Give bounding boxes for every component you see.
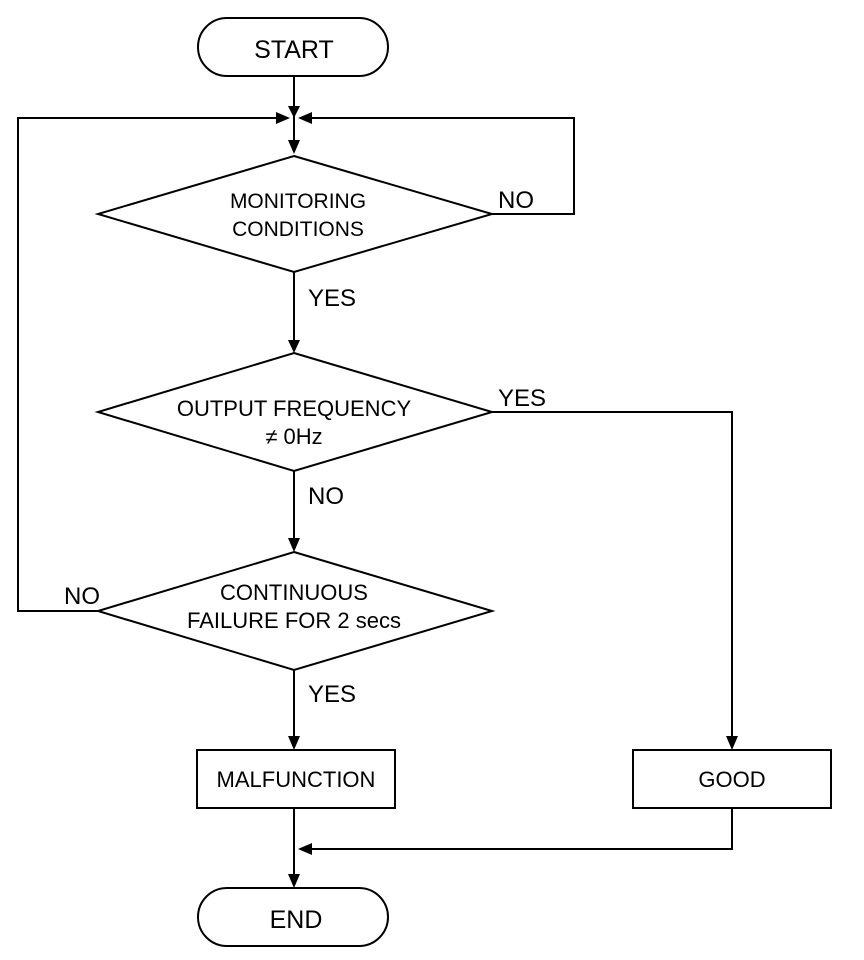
monitoring-no-arrowhead — [298, 112, 312, 124]
monitoring-no-loop: NO — [298, 112, 575, 215]
output-no-connector: NO — [288, 471, 344, 552]
good-to-end-line — [300, 808, 733, 850]
monitoring-yes-connector: YES — [288, 272, 356, 353]
output-line2: ≠ 0Hz — [265, 424, 322, 449]
continuous-no-loop: NO — [17, 112, 290, 612]
start-connector — [288, 76, 300, 154]
malfunction-process: MALFUNCTION — [196, 749, 396, 809]
end-label: END — [270, 906, 323, 934]
start-arrowhead — [288, 106, 300, 118]
monitoring-line1: MONITORING — [230, 190, 366, 213]
good-process: GOOD — [632, 749, 832, 809]
good-merge-arrowhead — [298, 843, 312, 855]
good-label: GOOD — [698, 767, 765, 792]
continuous-yes-label: YES — [308, 681, 356, 708]
monitoring-line2: CONDITIONS — [232, 218, 364, 241]
output-no-arrowhead — [288, 538, 300, 552]
decision-output-frequency: OUTPUT FREQUENCY ≠ 0Hz — [94, 351, 496, 473]
decision-monitoring-conditions: MONITORING CONDITIONS — [94, 154, 496, 274]
decision-continuous-failure: CONTINUOUS FAILURE FOR 2 secs — [94, 550, 496, 672]
continuous-line2: FAILURE FOR 2 secs — [187, 608, 401, 633]
end-arrowhead — [288, 874, 300, 888]
end-terminal: END — [197, 887, 389, 947]
output-no-label: NO — [308, 483, 344, 510]
continuous-yes-arrowhead — [288, 736, 300, 750]
continuous-no-label: NO — [64, 583, 100, 610]
start-label: START — [254, 36, 334, 64]
output-yes-connector: YES — [492, 385, 738, 750]
end-connectors — [288, 808, 733, 888]
monitoring-yes-label: YES — [308, 285, 356, 312]
output-yes-line — [492, 411, 733, 740]
output-yes-label: YES — [498, 385, 546, 412]
output-yes-arrowhead — [726, 736, 738, 750]
monitoring-no-line — [300, 117, 575, 215]
start-terminal: START — [197, 17, 389, 77]
monitoring-no-label: NO — [498, 187, 534, 214]
continuous-no-arrowhead — [276, 112, 290, 124]
continuous-line1: CONTINUOUS — [220, 580, 368, 605]
malfunction-label: MALFUNCTION — [217, 767, 376, 792]
good-box — [632, 749, 832, 809]
monitoring-diamond — [94, 154, 496, 274]
monitoring-yes-arrowhead — [288, 340, 300, 353]
output-line1: OUTPUT FREQUENCY — [177, 396, 412, 421]
end-shape — [197, 887, 389, 947]
monitoring-entry-arrowhead — [288, 140, 300, 154]
continuous-no-line — [17, 117, 288, 612]
continuous-yes-connector: YES — [288, 670, 356, 750]
malfunction-box — [196, 749, 396, 809]
